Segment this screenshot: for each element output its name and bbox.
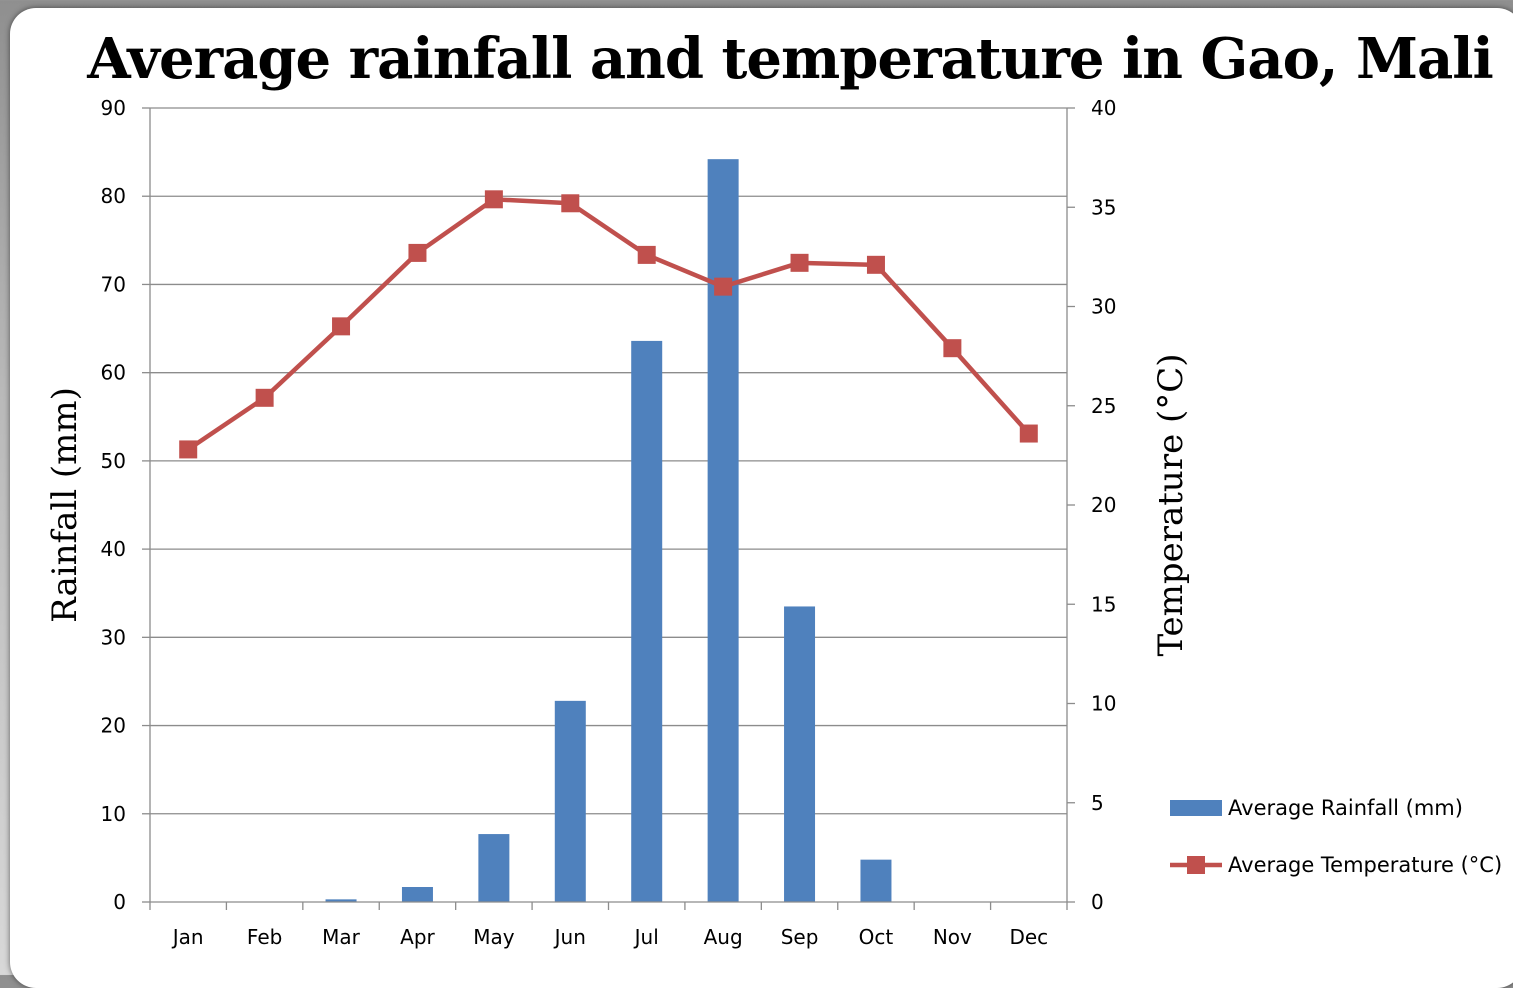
y-tick-label: 20: [101, 714, 126, 738]
y-tick-label: 10: [101, 802, 126, 826]
y2-tick-label: 0: [1091, 890, 1104, 914]
rainfall-bar: [325, 899, 357, 902]
chart-title: Average rainfall and temperature in Gao,…: [87, 26, 1494, 92]
temperature-marker: [790, 253, 809, 272]
temperature-marker: [637, 245, 656, 264]
x-tick-label: Aug: [704, 925, 743, 949]
y2-tick-label: 35: [1091, 195, 1116, 219]
x-tick-label: Mar: [322, 925, 361, 949]
legend-swatch-rainfall: [1170, 800, 1222, 816]
x-tick-label: Jul: [633, 925, 659, 949]
y2-tick-label: 40: [1091, 96, 1116, 120]
temperature-marker: [561, 194, 580, 213]
y-tick-label: 50: [101, 449, 126, 473]
x-tick-label: Jun: [553, 925, 586, 949]
y2-tick-label: 20: [1091, 493, 1116, 517]
y2-tick-label: 10: [1091, 692, 1116, 716]
rainfall-bar: [631, 340, 663, 902]
legend-label-temperature: Average Temperature (°C): [1228, 853, 1502, 877]
rainfall-bar: [784, 606, 816, 902]
x-tick-label: Jan: [171, 925, 204, 949]
temperature-marker: [179, 440, 198, 459]
x-tick-label: May: [473, 925, 515, 949]
rainfall-bar: [860, 859, 892, 902]
temperature-marker: [408, 243, 427, 262]
rainfall-bar: [707, 159, 739, 902]
y-axis-title: Rainfall (mm): [45, 387, 85, 623]
temperature-line: [179, 190, 1038, 459]
y-tick-label: 60: [101, 361, 126, 385]
temperature-marker: [866, 255, 885, 274]
axes: [142, 107, 1075, 910]
y-tick-label: 80: [101, 184, 126, 208]
rainfall-bar: [554, 700, 586, 902]
y-tick-label: 70: [101, 272, 126, 296]
temperature-marker: [943, 339, 962, 358]
y-tick-label: 90: [101, 96, 126, 120]
y2-tick-label: 25: [1091, 394, 1116, 418]
legend: Average Rainfall (mm) Average Temperature…: [1170, 796, 1502, 877]
x-tick-label: Sep: [781, 925, 819, 949]
x-tick-label: Oct: [859, 925, 894, 949]
x-tick-label: Nov: [933, 925, 972, 949]
chart-card: [10, 8, 1513, 988]
x-tick-label: Apr: [400, 925, 435, 949]
temperature-marker: [1019, 424, 1038, 443]
temperature-marker: [255, 388, 274, 407]
legend-label-rainfall: Average Rainfall (mm): [1228, 796, 1463, 820]
rainfall-bar: [401, 887, 433, 902]
y2-axis-title: Temperature (°C): [1151, 353, 1191, 656]
x-tick-label: Feb: [247, 925, 282, 949]
y-tick-label: 30: [101, 625, 126, 649]
rainfall-bar: [478, 834, 510, 902]
temperature-marker: [484, 190, 503, 209]
temperature-polyline: [186, 197, 1031, 452]
temperature-marker: [332, 317, 351, 336]
y2-tick-label: 5: [1091, 791, 1104, 815]
y2-tick-label: 30: [1091, 295, 1116, 319]
y2-tick-label: 15: [1091, 592, 1116, 616]
temperature-marker: [714, 277, 733, 296]
y-tick-label: 0: [113, 890, 126, 914]
gridlines: [150, 107, 1067, 815]
x-tick-label: Dec: [1009, 925, 1048, 949]
legend-swatch-temperature-marker: [1187, 856, 1205, 874]
y-tick-label: 40: [101, 537, 126, 561]
